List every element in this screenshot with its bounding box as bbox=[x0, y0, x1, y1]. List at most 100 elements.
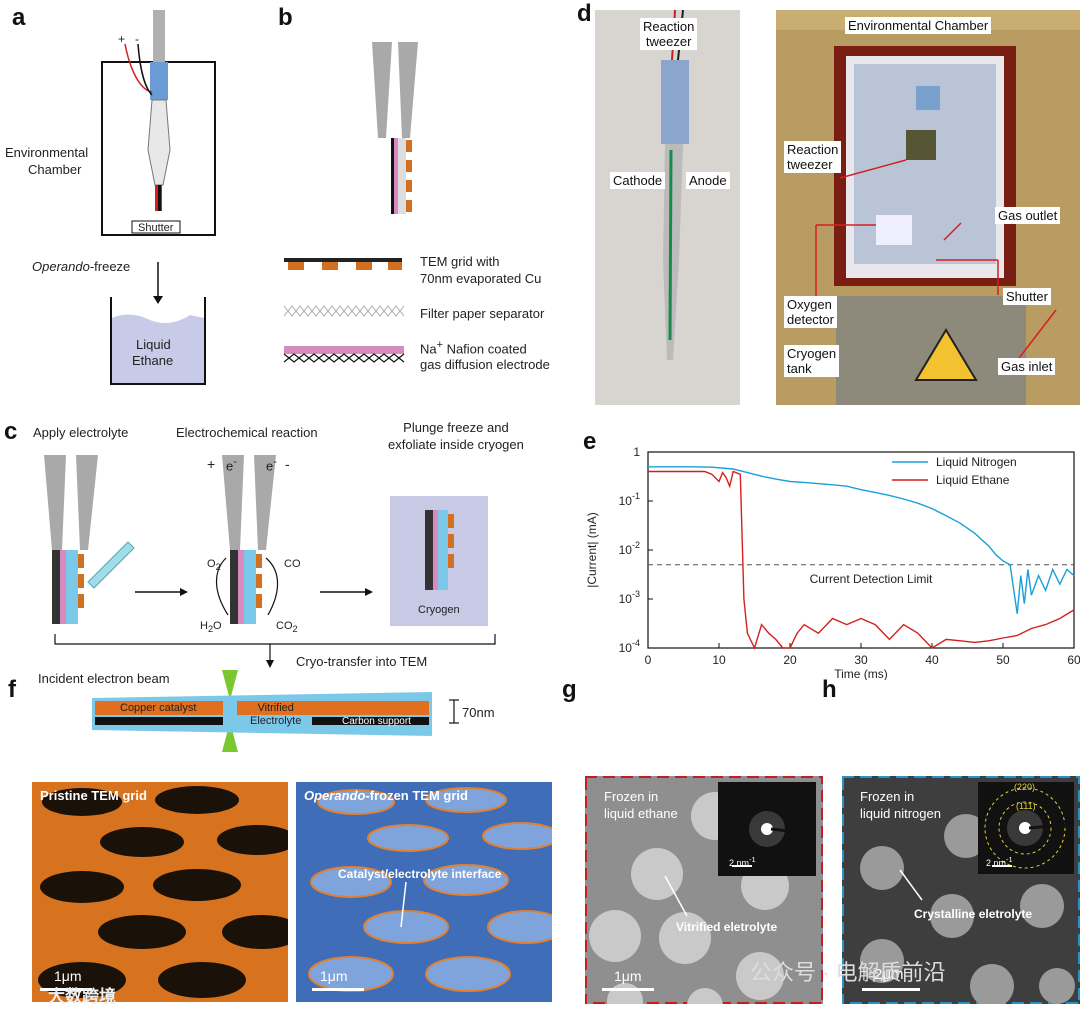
panel-c-schematic bbox=[44, 455, 496, 752]
nitrogen-inset-scale: 2 nm-1 bbox=[986, 855, 1013, 868]
co-label: CO bbox=[284, 558, 301, 570]
pristine-grid-title: Pristine TEM grid bbox=[40, 788, 147, 803]
tweezer-right-b bbox=[398, 42, 418, 138]
legend-swatch-gde bbox=[283, 346, 405, 363]
minus-sign: - bbox=[135, 32, 139, 46]
sem-ethane bbox=[585, 776, 823, 1004]
wire-black bbox=[137, 43, 153, 96]
photo-tweezer bbox=[595, 10, 740, 405]
tweezer-left-b bbox=[372, 42, 392, 138]
scale-bar-g bbox=[602, 988, 654, 991]
scale-bar-h bbox=[862, 988, 920, 991]
thickness-label: 70nm bbox=[462, 705, 495, 720]
x-tick-label-5: 50 bbox=[996, 653, 1010, 667]
watermark-left: 大数跨境 bbox=[48, 987, 116, 1006]
operando-freeze-label: Operando-freeze bbox=[32, 259, 131, 274]
gas-outlet-label: Gas outlet bbox=[995, 207, 1061, 224]
sem-operando-frozen-grid bbox=[296, 782, 552, 1002]
sem-pristine-grid bbox=[32, 782, 288, 1002]
legend-gde-line2: gas diffusion electrode bbox=[420, 357, 550, 372]
y-tick-label-3: 10-1 bbox=[619, 491, 640, 508]
panel-label-g: g bbox=[562, 676, 577, 703]
carbon-support-label: Carbon support bbox=[342, 716, 411, 727]
shutter-rect bbox=[131, 220, 181, 234]
series-line-1 bbox=[648, 470, 1075, 650]
legend-cu-line1: TEM grid with bbox=[420, 254, 500, 269]
c-plus: + bbox=[207, 456, 216, 472]
x-tick-label-0: 0 bbox=[645, 653, 652, 667]
frozen-grid-title: Operando-frozen TEM grid bbox=[304, 788, 468, 803]
step-apply-electrolyte: Apply electrolyte bbox=[33, 425, 129, 440]
legend-label-0: Liquid Nitrogen bbox=[936, 455, 1017, 469]
panel-label-c: c bbox=[4, 418, 18, 445]
incident-beam-label: Incident electron beam bbox=[38, 671, 170, 686]
legend-cu-line2: 70nm evaporated Cu bbox=[420, 271, 542, 286]
c-electron-2: e- bbox=[266, 456, 277, 474]
scale-bar-label-f-right: 1μm bbox=[320, 968, 348, 984]
vitrified-annotation: Vitrified eletrolyte bbox=[676, 920, 778, 934]
ethane-label-1: Liquid bbox=[136, 337, 171, 352]
cathode-label: Cathode bbox=[610, 172, 666, 189]
tweezer-rod bbox=[153, 10, 165, 64]
y-tick-label-2: 10-2 bbox=[619, 540, 640, 557]
interface-annotation: Catalyst/electrolyte interface bbox=[338, 867, 502, 881]
c-minus: - bbox=[285, 456, 290, 472]
ethane-label-2: Ethane bbox=[132, 353, 174, 368]
scale-bar-f-right bbox=[312, 988, 364, 991]
y-axis-label: |Current| (mA) bbox=[585, 512, 599, 588]
panel-label-e: e bbox=[583, 428, 597, 455]
legend-swatch-cu-grid bbox=[284, 258, 402, 270]
co2-label: CO2 bbox=[276, 620, 298, 635]
y-tick-label-1: 10-3 bbox=[619, 589, 640, 606]
scale-bar-label-f-left: 1μm bbox=[54, 968, 82, 984]
o2-label: O2 bbox=[207, 558, 221, 573]
panel-label-h: h bbox=[822, 676, 837, 703]
x-tick-label-3: 30 bbox=[854, 653, 868, 667]
copper-catalyst-label: Copper catalyst bbox=[120, 702, 197, 714]
x-axis-label: Time (ms) bbox=[834, 667, 888, 680]
legend-swatch-filter-paper bbox=[283, 305, 405, 317]
chamber-label-2: Chamber bbox=[28, 162, 82, 177]
ethane-inset-scale: 2 nm-1 bbox=[729, 855, 756, 868]
gas-inlet-label: Gas inlet bbox=[998, 358, 1056, 375]
step-electrochemical-reaction: Electrochemical reaction bbox=[176, 425, 318, 440]
y-tick-label-4: 1 bbox=[633, 445, 640, 459]
watermark-right: 公众号 · 电解质前沿 bbox=[750, 960, 946, 985]
anode-label: Anode bbox=[686, 172, 730, 189]
h2o-label: H2O bbox=[200, 620, 222, 635]
ring-label-220: (220) bbox=[1014, 782, 1036, 792]
tweezer-holder bbox=[150, 62, 168, 100]
panel-b-schematic bbox=[283, 42, 418, 363]
cryo-transfer-label: Cryo-transfer into TEM bbox=[296, 654, 428, 669]
c-electron-1: e- bbox=[226, 456, 237, 474]
ring-label-111: (111) bbox=[1016, 801, 1036, 811]
cryogen-label: Cryogen bbox=[418, 604, 460, 616]
panel-label-d: d bbox=[577, 0, 592, 27]
detection-limit-label: Current Detection Limit bbox=[810, 572, 933, 586]
plus-sign: + bbox=[118, 32, 126, 46]
x-tick-label-1: 10 bbox=[712, 653, 726, 667]
legend-filter-paper: Filter paper separator bbox=[420, 306, 545, 321]
scale-bar-label-h: 2μm bbox=[874, 966, 904, 983]
panel-label-f: f bbox=[8, 676, 16, 703]
env-chamber-label: Environmental Chamber bbox=[845, 17, 992, 34]
tweezer-body bbox=[147, 99, 171, 186]
y-tick-label-0: 10-4 bbox=[619, 638, 640, 655]
shutter-label: Shutter bbox=[138, 222, 174, 234]
scale-bar-f-left bbox=[40, 988, 92, 991]
ethane-liquid bbox=[112, 314, 204, 383]
series-line-0 bbox=[648, 466, 1075, 614]
panel-label-b: b bbox=[278, 4, 293, 31]
sem-nitrogen bbox=[842, 776, 1080, 1004]
shutter-photo-label: Shutter bbox=[1003, 288, 1051, 305]
chamber-label-1: Environmental bbox=[5, 145, 89, 160]
legend-label-1: Liquid Ethane bbox=[936, 473, 1010, 487]
x-tick-label-4: 40 bbox=[925, 653, 939, 667]
